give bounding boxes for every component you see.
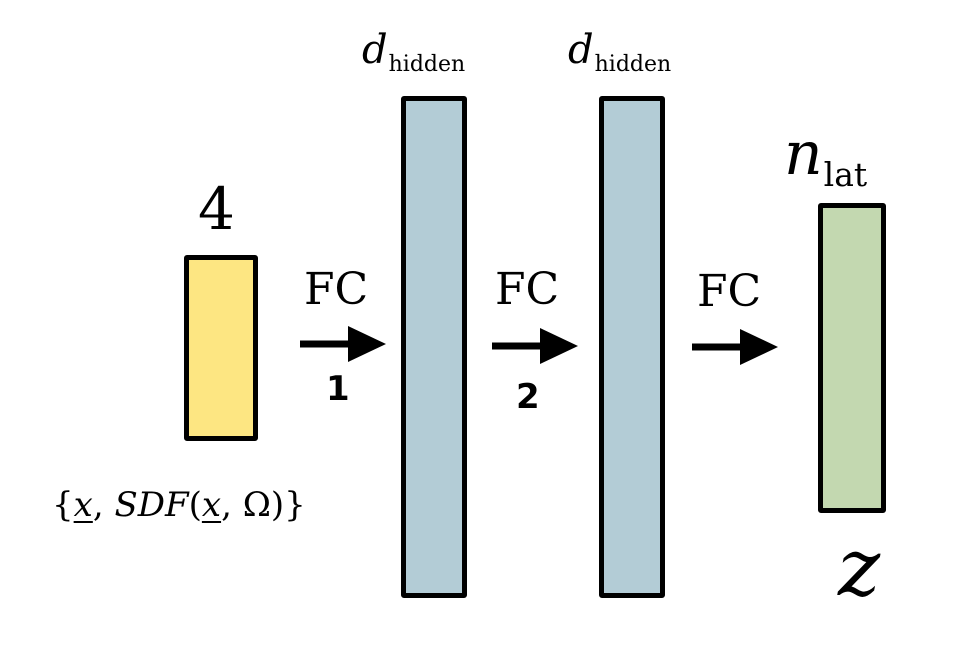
arrow-icon-3	[692, 329, 778, 365]
input-size-label: 4	[198, 175, 235, 243]
input-layer-box	[184, 255, 258, 441]
hidden-layer-2-size-label: dhidden	[568, 27, 672, 77]
hidden-layer-1-box	[401, 96, 467, 598]
latent-size-label: nlat	[784, 119, 868, 194]
fc-label-2: FC	[495, 264, 560, 315]
fc-index-2: 2	[516, 377, 540, 417]
input-caption: {x, SDF(x, Ω)}	[52, 485, 306, 525]
fc-label-1: FC	[304, 264, 369, 315]
latent-layer-box	[818, 203, 886, 513]
arrow-icon-2	[492, 328, 578, 364]
arrow-icon-1	[300, 326, 386, 362]
latent-caption: z	[838, 521, 881, 614]
fc-index-1: 1	[326, 369, 350, 409]
fc-label-3: FC	[697, 266, 762, 317]
hidden-layer-2-box	[599, 96, 665, 598]
hidden-layer-1-size-label: dhidden	[362, 27, 466, 77]
